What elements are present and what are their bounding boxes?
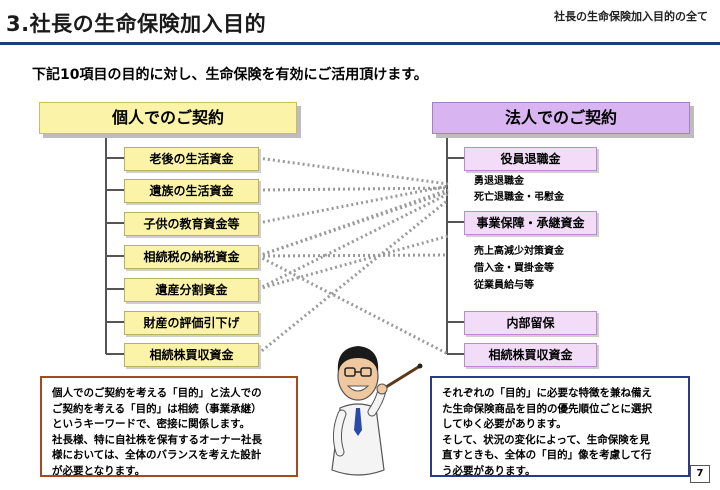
header-caption: 社長の生命保険加入目的の全て — [554, 10, 708, 23]
note-line: 様においては、全体のバランスを考えた設計 — [52, 449, 262, 461]
left-note-box: 個人でのご契約を考える「目的」と法人での ご契約を考える「目的」は相続（事業承継… — [40, 376, 298, 477]
dotted-link — [257, 190, 449, 258]
corporate-item: 内部留保 — [464, 311, 597, 335]
corporate-item: 役員退職金 — [464, 147, 597, 171]
corporate-item: 相続株買収資金 — [464, 343, 597, 367]
personal-item: 財産の評価引下げ — [124, 311, 259, 335]
corporate-subitem: 死亡退職金・弔慰金 — [474, 192, 564, 203]
dotted-link — [257, 253, 449, 258]
personal-item: 遺族の生活資金 — [124, 179, 259, 203]
note-line: 社長様、特に自社株を保有するオーナー社長 — [52, 433, 262, 446]
note-line: してゆく必要があります。 — [442, 418, 567, 430]
intro-text: 下記10項目の目的に対し、生命保険を有効にご活用頂けます。 — [32, 67, 428, 83]
dotted-link — [257, 156, 449, 186]
corporate-contract-heading: 法人でのご契約 — [432, 102, 690, 134]
page-title: 3.社長の生命保険加入目的 — [6, 12, 267, 36]
dotted-link — [257, 184, 449, 225]
dotted-link — [257, 186, 449, 192]
corporate-subitem: 借入金・買掛金等 — [474, 263, 554, 274]
personal-item: 子供の教育資金等 — [124, 212, 259, 236]
note-line: が必要となります。 — [52, 464, 146, 477]
dotted-link — [257, 198, 449, 356]
corporate-item: 事業保障・承継資金 — [464, 211, 597, 235]
note-line: 直すときも、全体の「目的」像を考慮して行 — [442, 449, 652, 461]
dotted-link — [257, 192, 449, 291]
personal-item: 遺産分割資金 — [124, 278, 259, 302]
personal-item: 相続税の納税資金 — [124, 245, 259, 269]
note-line: それぞれの「目的」に必要な特徴を兼ね備え — [442, 387, 652, 399]
presenter-illustration — [331, 346, 423, 476]
dotted-link — [257, 234, 449, 291]
coat-body — [331, 403, 385, 476]
personal-contract-heading: 個人でのご契約 — [39, 102, 297, 134]
title-rule — [0, 42, 720, 45]
corporate-subitem: 勇退退職金 — [474, 176, 524, 187]
necktie — [354, 408, 362, 436]
note-line: 個人でのご契約を考える「目的」と法人での — [52, 387, 262, 399]
hair — [337, 346, 379, 372]
hand — [376, 383, 388, 395]
note-line: う必要があります。 — [442, 464, 536, 477]
right-note-box: それぞれの「目的」に必要な特徴を兼ね備え た生命保険商品を目的の優先順位ごとに選… — [430, 376, 690, 477]
note-line: た生命保険商品を目的の優先順位ごとに選択 — [442, 402, 652, 415]
note-line: ご契約を考える「目的」は相続（事業承継） — [52, 402, 262, 415]
note-line: そして、状況の変化によって、生命保険を見 — [442, 433, 650, 446]
corporate-subitem: 売上高減少対策資金 — [474, 246, 564, 257]
corporate-subitem: 従業員給与等 — [474, 280, 534, 291]
smile — [346, 385, 370, 392]
personal-item: 相続株買収資金 — [124, 343, 259, 367]
page-number: 7 — [690, 465, 710, 483]
personal-item: 老後の生活資金 — [124, 147, 259, 171]
dotted-link — [257, 254, 449, 356]
note-line: というキーワードで、密接に関係します。 — [52, 418, 251, 430]
pointer-tip — [417, 363, 423, 369]
